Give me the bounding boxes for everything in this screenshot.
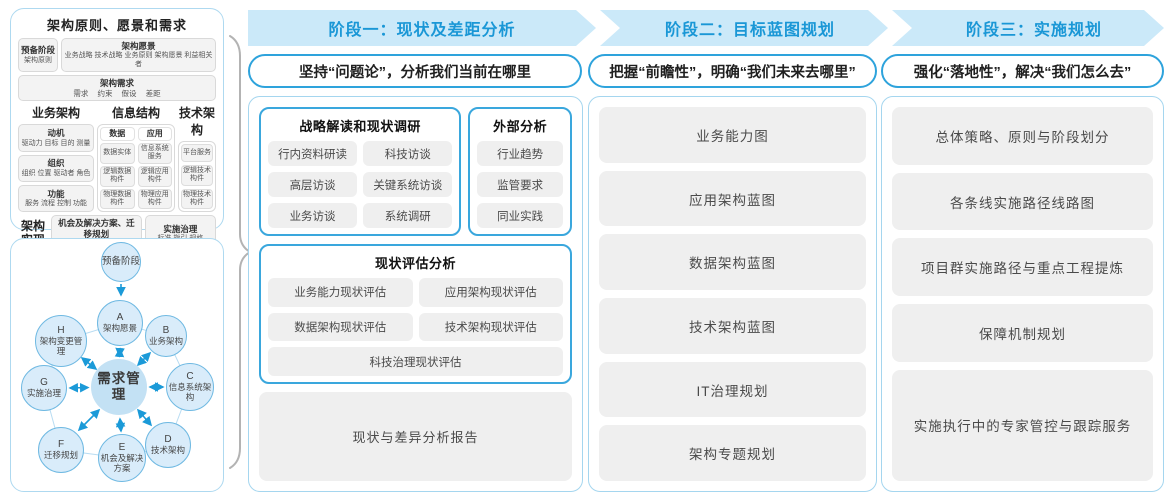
information-structure-body: 数据 数据实体 逻辑数据构件 物理数据构件 应用 信息系统服务 逻辑应用构件 物…	[97, 124, 175, 213]
adm-node-a-vision: A 架构愿景	[97, 300, 143, 346]
external-item: 监管要求	[477, 172, 563, 197]
arch-requirements-sub: 需求 约束 假设 差距	[73, 88, 161, 98]
phase1-banner: 阶段一：现状及差距分析	[248, 10, 596, 46]
arch-panel-title: 架构原则、愿景和需求	[46, 18, 187, 33]
phase2-subtitle: 把握“前瞻性”，明确“我们未来去哪里”	[588, 54, 877, 88]
phase3-stack: 总体策略、原则与阶段划分 各条线实施路径线路图 项目群实施路径与重点工程提炼 保…	[892, 107, 1153, 481]
prep-vision-row: 预备阶段 架构原则 架构愿景 业务战略 技术战略 业务原则 架构愿景 利益相关者	[18, 38, 216, 72]
prep-phase-title: 预备阶段	[21, 45, 56, 56]
adm-node-e-opportunities: E 机会及解决方案	[98, 434, 146, 482]
information-structure-title: 信息结构	[111, 106, 160, 121]
app-item: 物理应用构件	[137, 188, 172, 210]
phase2-banner: 阶段二：目标蓝图规划	[600, 10, 888, 46]
phase3-item: 总体策略、原则与阶段划分	[892, 107, 1153, 165]
tech-item: 逻辑技术构件	[181, 164, 213, 186]
adm-center-requirements-mgmt: 需求管理	[91, 359, 147, 415]
app-subcolumn-title: 应用	[137, 127, 172, 141]
tech-item: 物理技术构件	[181, 188, 213, 210]
survey-item: 系统调研	[363, 203, 453, 228]
external-item: 行业趋势	[477, 141, 563, 166]
external-analysis-grid: 行业趋势 监管要求 同业实践	[477, 141, 563, 228]
phase3-item: 各条线实施路径线路图	[892, 172, 1153, 231]
phase2-item: 架构专题规划	[599, 425, 866, 482]
information-structure-column: 信息结构 数据 数据实体 逻辑数据构件 物理数据构件 应用 信息系统服务 逻辑应…	[97, 104, 175, 213]
tech-arch-title: 技术架构	[178, 106, 215, 138]
gap-analysis-report-box: 现状与差异分析报告	[259, 392, 572, 481]
external-item: 同业实践	[477, 203, 563, 228]
arch-vision-box: 架构愿景 业务战略 技术战略 业务原则 架构愿景 利益相关者	[61, 38, 216, 72]
phase2-item: 数据架构蓝图	[599, 234, 866, 291]
tech-item: 平台服务	[181, 144, 213, 162]
assessment-item: 业务能力现状评估	[268, 278, 413, 307]
external-analysis-section: 外部分析 行业趋势 监管要求 同业实践	[468, 107, 572, 236]
external-analysis-title: 外部分析	[493, 119, 548, 134]
phase2-content-panel: 业务能力图 应用架构蓝图 数据架构蓝图 技术架构蓝图 IT治理规划 架构专题规划	[588, 96, 877, 492]
phase2-item: 技术架构蓝图	[599, 298, 866, 354]
app-item: 信息系统服务	[137, 142, 172, 164]
arch-vision-title: 架构愿景	[121, 40, 156, 51]
survey-item: 行内资料研读	[268, 141, 358, 166]
assessment-grid: 业务能力现状评估 应用架构现状评估 数据架构现状评估 技术架构现状评估 科技治理…	[268, 278, 563, 376]
phase2-item: IT治理规划	[599, 361, 866, 418]
phase3-subtitle: 强化“落地性”，解决“我们怎么去”	[881, 54, 1164, 88]
strategy-survey-section: 战略解读和现状调研 行内资料研读 科技访谈 高层访谈 关键系统访谈 业务访谈 系…	[259, 107, 462, 236]
phase1-content-panel: 战略解读和现状调研 行内资料研读 科技访谈 高层访谈 关键系统访谈 业务访谈 系…	[248, 96, 583, 492]
assessment-title: 现状评估分析	[374, 256, 456, 271]
architecture-columns: 业务架构 动机 驱动力 目标 目的 测量 组织 组织 位置 驱动者 角色 功能 …	[18, 104, 216, 213]
data-item: 数据实体	[100, 142, 135, 164]
architecture-principles-panel: 架构原则、愿景和需求 预备阶段 架构原则 架构愿景 业务战略 技术战略 业务原则…	[10, 8, 224, 252]
adm-node-preparation: 预备阶段	[101, 242, 141, 282]
app-item: 逻辑应用构件	[137, 165, 172, 187]
phase3-item: 保障机制规划	[892, 304, 1153, 362]
motive-box: 动机 驱动力 目标 目的 测量	[18, 124, 94, 152]
app-subcolumn: 应用 信息系统服务 逻辑应用构件 物理应用构件	[137, 127, 172, 210]
adm-cycle-panel: 预备阶段 A 架构愿景 B 业务架构 H 架构变更管理 C 信息系统架构 G 实…	[10, 238, 224, 492]
data-item: 逻辑数据构件	[100, 165, 135, 187]
data-item: 物理数据构件	[100, 188, 135, 210]
adm-node-d-technology: D 技术架构	[145, 422, 191, 468]
adm-node-b-business: B 业务架构	[145, 315, 187, 357]
arch-requirements-title: 架构需求	[99, 78, 134, 88]
prep-phase-box: 预备阶段 架构原则	[18, 38, 58, 72]
survey-item: 科技访谈	[363, 141, 453, 166]
function-box: 功能 服务 流程 控制 功能	[18, 185, 94, 213]
adm-node-f-migration: F 迁移规划	[38, 427, 84, 473]
phase3-item: 项目群实施路径与重点工程提炼	[892, 238, 1153, 297]
adm-node-g-impl-governance: G 实施治理	[21, 365, 67, 411]
phase1-top-row: 战略解读和现状调研 行内资料研读 科技访谈 高层访谈 关键系统访谈 业务访谈 系…	[259, 107, 572, 236]
assessment-item: 科技治理现状评估	[268, 347, 563, 376]
adm-node-h-change-mgmt: H 架构变更管理	[35, 315, 87, 367]
strategy-survey-grid: 行内资料研读 科技访谈 高层访谈 关键系统访谈 业务访谈 系统调研	[268, 141, 453, 228]
assessment-item: 技术架构现状评估	[418, 312, 563, 342]
assessment-item: 应用架构现状评估	[418, 278, 563, 307]
prep-phase-sub: 架构原则	[24, 56, 52, 64]
survey-item: 高层访谈	[268, 172, 358, 197]
arch-requirements-box: 架构需求 需求 约束 假设 差距	[18, 75, 216, 102]
survey-item: 关键系统访谈	[363, 172, 453, 197]
phase1-subtitle: 坚持“问题论”，分析我们当前在哪里	[248, 54, 582, 88]
arch-vision-sub: 业务战略 技术战略 业务原则 架构愿景 利益相关者	[64, 52, 213, 69]
tech-arch-body: 平台服务 逻辑技术构件 物理技术构件	[178, 141, 216, 213]
phase2-item: 业务能力图	[599, 107, 866, 163]
phase2-item: 应用架构蓝图	[599, 170, 866, 227]
phase2-stack: 业务能力图 应用架构蓝图 数据架构蓝图 技术架构蓝图 IT治理规划 架构专题规划	[599, 107, 866, 482]
phase3-content-panel: 总体策略、原则与阶段划分 各条线实施路径线路图 项目群实施路径与重点工程提炼 保…	[881, 96, 1164, 492]
data-subcolumn: 数据 数据实体 逻辑数据构件 物理数据构件	[100, 127, 135, 210]
assessment-item: 数据架构现状评估	[268, 312, 413, 342]
org-box: 组织 组织 位置 驱动者 角色	[18, 154, 94, 182]
business-arch-title: 业务架构	[31, 106, 80, 121]
data-subcolumn-title: 数据	[100, 127, 135, 141]
business-arch-column: 业务架构 动机 驱动力 目标 目的 测量 组织 组织 位置 驱动者 角色 功能 …	[18, 104, 94, 213]
adm-node-c-info-systems: C 信息系统架构	[166, 363, 214, 411]
tech-arch-column: 技术架构 平台服务 逻辑技术构件 物理技术构件	[178, 104, 216, 213]
phase3-item: 实施执行中的专家管控与跟踪服务	[892, 369, 1153, 481]
strategy-survey-title: 战略解读和现状调研	[299, 119, 421, 134]
survey-item: 业务访谈	[268, 203, 358, 228]
assessment-section: 现状评估分析 业务能力现状评估 应用架构现状评估 数据架构现状评估 技术架构现状…	[259, 244, 572, 384]
phase3-banner: 阶段三：实施规划	[892, 10, 1164, 46]
